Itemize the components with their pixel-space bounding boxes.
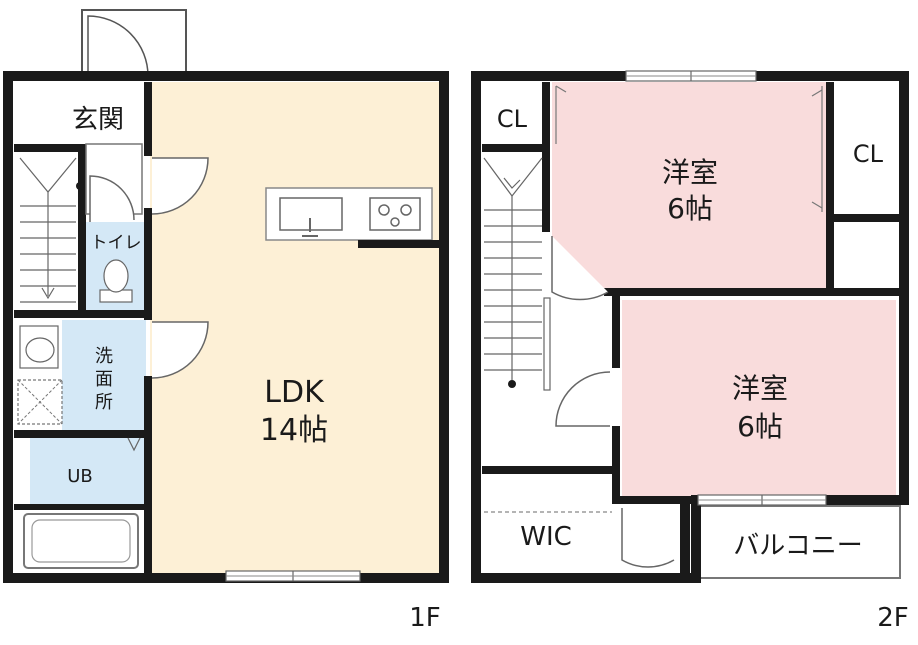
closet-door-marks: [555, 85, 823, 212]
burner-icon: [400, 204, 412, 216]
bath-door-mark: [127, 437, 141, 452]
porch-door-swing: [87, 15, 149, 77]
bath-label: UB: [67, 466, 93, 487]
wall: [14, 310, 148, 318]
wall: [144, 82, 152, 156]
wall: [482, 144, 550, 152]
floor-1: 玄関 トイレ 洗 面 所 UB LDK 14帖 1F: [3, 9, 449, 633]
counter-end-wall: [358, 240, 440, 248]
door-swing: [151, 321, 209, 379]
toilet-door-swing: [89, 175, 135, 222]
bedroom-1-floor: [552, 82, 828, 290]
bedroom-2-label: 洋室: [732, 372, 788, 405]
wall: [14, 504, 148, 510]
wall: [78, 144, 86, 312]
burner-icon: [390, 217, 400, 227]
bedroom-1-size-label: 6帖: [667, 192, 713, 225]
entrance-label: 玄関: [72, 105, 124, 135]
staircase-1f: [19, 157, 77, 303]
floor-1-label: 1F: [409, 603, 441, 633]
balcony-label: バルコニー: [733, 531, 862, 561]
closet-left-label: CL: [497, 105, 528, 133]
washroom-label-char: 洗: [95, 346, 113, 367]
balcony: [693, 505, 901, 579]
door-swing: [555, 371, 611, 427]
stair-marker: [508, 380, 516, 388]
closet-right-label: CL: [853, 140, 884, 168]
washroom-label-char: 所: [95, 392, 113, 413]
washroom-floor: [62, 320, 146, 430]
stair-marker: [76, 182, 84, 190]
burner-icon: [378, 204, 390, 216]
faucet-icon: [302, 218, 318, 237]
wall: [144, 208, 152, 320]
bedroom-2-size-label: 6帖: [737, 410, 783, 443]
door-swing: [551, 236, 609, 301]
floor-2: CL CL 洋室 6帖 洋室 6帖 WIC バルコニー 2F: [471, 70, 909, 633]
wall: [542, 82, 550, 152]
bathtub-inner: [31, 519, 131, 563]
wall: [834, 214, 900, 222]
wall: [604, 288, 900, 296]
wall: [612, 296, 620, 368]
laundry-cross: [17, 379, 63, 425]
stove: [369, 197, 421, 231]
stair-handrail: [543, 297, 551, 391]
door-swing: [621, 508, 675, 568]
wall: [14, 430, 148, 438]
wall: [826, 82, 834, 292]
ldk-size-label: 14帖: [260, 413, 328, 448]
bath-floor: [30, 438, 146, 506]
floor-2-label: 2F: [877, 603, 909, 633]
wall: [14, 144, 86, 152]
wic-label: WIC: [520, 522, 572, 552]
bedroom-2-floor: [622, 300, 896, 496]
ldk-label: LDK: [264, 375, 325, 410]
wall: [612, 496, 696, 504]
wall: [144, 376, 152, 574]
wall: [680, 496, 690, 574]
entrance-porch: [81, 9, 187, 79]
basin-bowl: [25, 337, 55, 363]
wall: [612, 426, 620, 502]
washroom-label: 洗 面 所: [95, 346, 113, 413]
wall: [542, 152, 550, 232]
wall: [482, 466, 620, 474]
washroom-label-char: 面: [95, 369, 113, 390]
toilet-bowl: [103, 259, 129, 293]
toilet-label: トイレ: [91, 233, 142, 253]
bedroom-1-label: 洋室: [662, 156, 718, 189]
staircase-2f: [483, 157, 543, 380]
door-swing: [151, 157, 209, 215]
